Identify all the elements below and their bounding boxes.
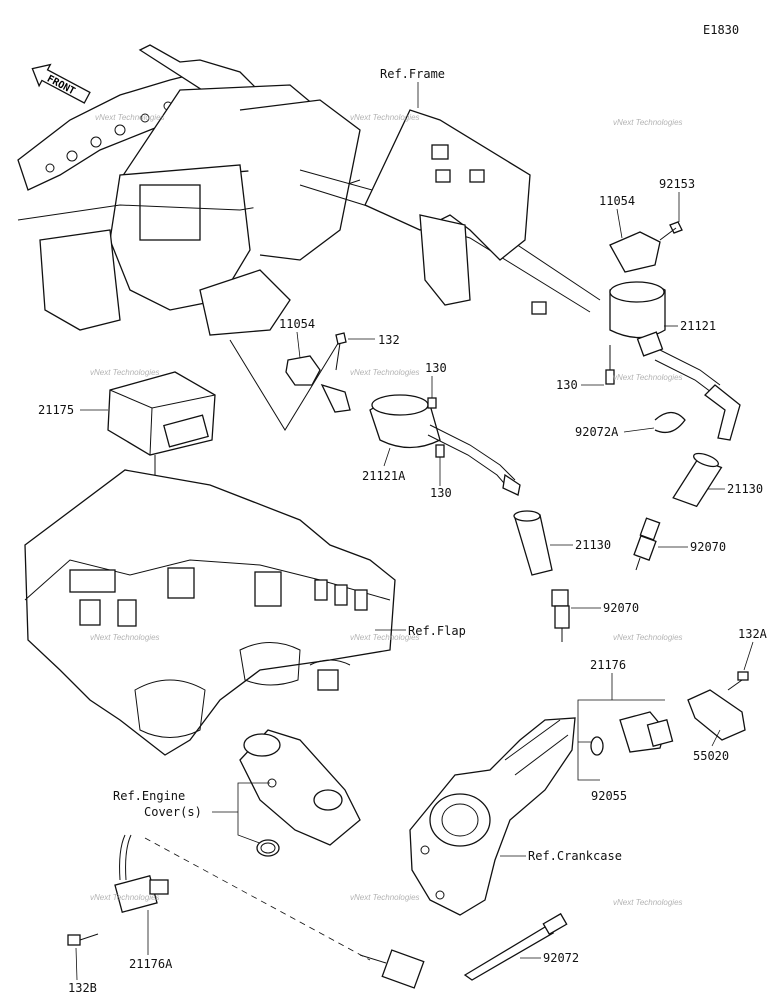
part-92070-right: 92070 — [690, 540, 726, 554]
part-92072A: 92072A — [575, 425, 619, 439]
watermark-4: vNext Technologies — [90, 368, 160, 377]
oring-92055 — [590, 736, 604, 756]
spark-plug-92070-mid — [551, 589, 570, 642]
part-21130-right: 21130 — [727, 482, 763, 496]
watermark-6: vNext Technologies — [613, 373, 683, 382]
bracket-55020 — [687, 689, 746, 741]
part-21121A: 21121A — [362, 469, 406, 483]
sensor-21176A — [114, 834, 169, 913]
crankcase — [409, 717, 576, 916]
diagram-code: E1830 — [703, 23, 739, 37]
oring-engine-cover — [256, 839, 280, 857]
bolt-130-right — [605, 345, 615, 385]
ref-engine-label-1: Ref.Engine — [113, 789, 185, 803]
part-130-b: 130 — [430, 486, 452, 500]
part-132A: 132A — [738, 627, 768, 641]
part-132: 132 — [378, 333, 400, 347]
bolt-130-b — [435, 444, 445, 458]
clamp-92072A — [654, 411, 686, 434]
bolt-130-a — [427, 397, 437, 409]
front-arrow-icon: FRONT — [31, 63, 91, 104]
ref-engine-label-2: Cover(s) — [144, 805, 202, 819]
engine-cover — [239, 729, 361, 846]
part-92072: 92072 — [543, 951, 579, 965]
ref-frame-label: Ref.Frame — [380, 67, 445, 81]
part-130-a: 130 — [425, 361, 447, 375]
part-92153: 92153 — [659, 177, 695, 191]
part-11054-top: 11054 — [599, 194, 635, 208]
frame-bracket — [364, 109, 531, 306]
flap-tray — [24, 469, 396, 756]
part-92070-mid: 92070 — [603, 601, 639, 615]
part-21176: 21176 — [590, 658, 626, 672]
watermark-11: vNext Technologies — [350, 893, 420, 902]
spark-plug-92070-right — [633, 517, 661, 571]
part-21130-mid: 21130 — [575, 538, 611, 552]
plug-cap-21130-mid — [513, 510, 553, 576]
ecu-21175 — [107, 371, 216, 580]
watermark-12: vNext Technologies — [613, 898, 683, 907]
watermark-8: vNext Technologies — [350, 633, 420, 642]
ref-crankcase-label: Ref.Crankcase — [528, 849, 622, 863]
watermark-1: vNext Technologies — [95, 113, 165, 122]
ignition-coil-21121 — [609, 231, 741, 441]
watermark-3: vNext Technologies — [613, 118, 683, 127]
plug-cap-21130-right — [672, 452, 723, 508]
watermark-9: vNext Technologies — [613, 633, 683, 642]
bolt-92153 — [659, 221, 683, 241]
bolt-132B — [67, 933, 99, 946]
ref-flap-label: Ref.Flap — [408, 624, 466, 638]
watermark-2: vNext Technologies — [350, 113, 420, 122]
part-21121: 21121 — [680, 319, 716, 333]
sensor-21176 — [619, 711, 674, 753]
connector-21176A — [359, 949, 425, 989]
watermark-10: vNext Technologies — [90, 893, 160, 902]
bracket-11054-mid — [285, 355, 351, 413]
frame-illustration — [17, 44, 601, 431]
bolt-132A — [727, 671, 749, 691]
watermark-5: vNext Technologies — [350, 368, 420, 377]
part-21175: 21175 — [38, 403, 74, 417]
part-21176A: 21176A — [129, 957, 173, 971]
cable-tie-92072 — [463, 912, 568, 981]
bolt-132 — [335, 332, 347, 371]
watermark-7: vNext Technologies — [90, 633, 160, 642]
part-55020: 55020 — [693, 749, 729, 763]
part-92055: 92055 — [591, 789, 627, 803]
part-11054-mid: 11054 — [279, 317, 315, 331]
part-132B: 132B — [68, 981, 97, 995]
part-130-right: 130 — [556, 378, 578, 392]
